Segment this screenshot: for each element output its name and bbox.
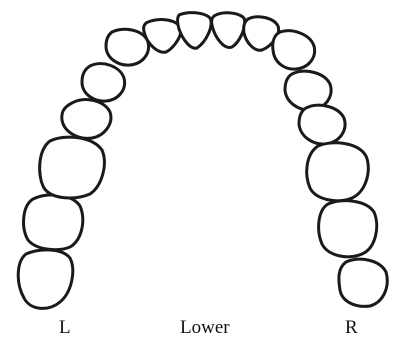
tooth-right-premolar-2: [299, 105, 345, 144]
tooth-left-molar-3: [18, 250, 73, 308]
tooth-left-canine: [106, 29, 149, 65]
tooth-left-premolar-2: [62, 100, 111, 139]
tooth-chart: [18, 13, 387, 309]
tooth-left-molar-2: [24, 195, 83, 250]
tooth-left-central-incisor: [178, 13, 212, 49]
tooth-right-canine: [273, 31, 315, 69]
arch-labels: L Lower R: [59, 317, 358, 338]
tooth-right-molar-1: [307, 143, 369, 201]
label-right: R: [345, 317, 358, 338]
label-left: L: [59, 317, 71, 338]
tooth-right-molar-2: [319, 201, 377, 257]
tooth-left-premolar-1: [82, 64, 125, 101]
label-lower: Lower: [180, 317, 230, 338]
tooth-left-molar-1: [40, 137, 105, 198]
tooth-right-molar-3: [339, 259, 387, 306]
tooth-right-central-incisor: [212, 13, 245, 48]
